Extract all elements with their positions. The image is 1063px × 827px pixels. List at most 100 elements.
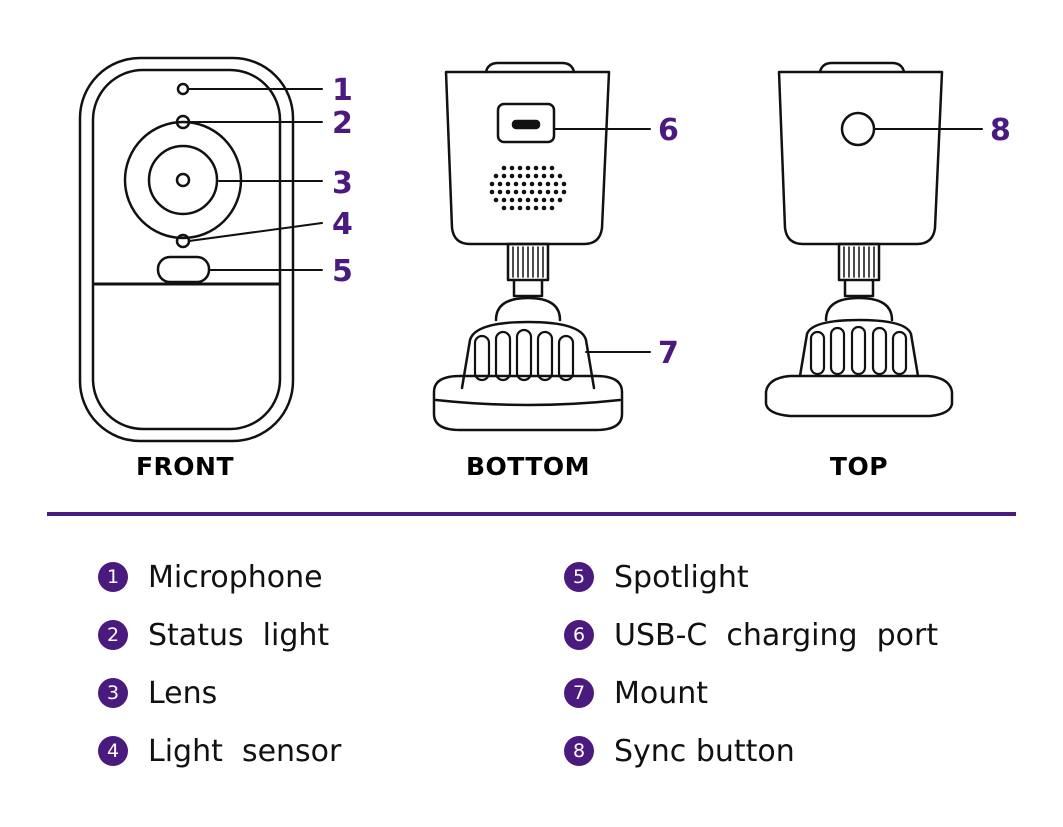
legend-item: 6 USB-C charging port [564, 606, 938, 664]
speaker-hole [529, 189, 535, 195]
legend-item: 7 Mount [564, 664, 938, 722]
speaker-hole [533, 173, 539, 179]
speaker-hole [557, 173, 563, 179]
speaker-hole [509, 165, 515, 171]
speaker-hole [525, 205, 531, 211]
callout-4: 4 [332, 207, 353, 242]
speaker-hole [553, 189, 559, 195]
legend-item: 1 Microphone [98, 548, 341, 606]
legend-badge: 2 [98, 620, 128, 650]
speaker-hole [517, 205, 523, 211]
speaker-hole [537, 189, 543, 195]
callout-5: 5 [332, 254, 353, 289]
lens-inner-ring [147, 144, 219, 216]
mount-base [460, 320, 596, 390]
speaker-hole [509, 205, 515, 211]
speaker-hole [501, 173, 507, 179]
view-label-front: FRONT [135, 452, 235, 481]
speaker-hole [529, 181, 535, 187]
callout-3: 3 [332, 166, 353, 201]
legend-item: 8 Sync button [564, 722, 938, 780]
speaker-hole [497, 181, 503, 187]
speaker-hole [517, 197, 523, 203]
lens-center [175, 172, 191, 188]
speaker-hole [501, 205, 507, 211]
legend-badge: 3 [98, 678, 128, 708]
legend-item: 4 Light sensor [98, 722, 341, 780]
callout-6: 6 [658, 113, 679, 148]
legend-label: Lens [148, 675, 218, 711]
speaker-hole [541, 165, 547, 171]
speaker-hole [553, 181, 559, 187]
top-view-drawing [764, 61, 954, 418]
view-label-top: TOP [829, 452, 889, 481]
speaker-hole [509, 197, 515, 203]
legend-badge: 4 [98, 736, 128, 766]
speaker-hole [489, 189, 495, 195]
speaker-hole [521, 189, 527, 195]
speaker-hole [541, 173, 547, 179]
speaker-hole [493, 197, 499, 203]
speaker-hole [509, 173, 515, 179]
front-view-drawing [78, 56, 295, 443]
legend-item: 3 Lens [98, 664, 341, 722]
legend-badge: 8 [564, 736, 594, 766]
camera-diagram: 1 2 3 4 5 6 7 8 [78, 56, 1011, 443]
speaker-hole [525, 197, 531, 203]
speaker-hole [521, 181, 527, 187]
spotlight [156, 255, 211, 284]
section-divider [47, 512, 1016, 516]
callout-leaders [187, 88, 983, 353]
speaker-hole [501, 197, 507, 203]
microphone-hole [176, 82, 190, 96]
speaker-hole [505, 181, 511, 187]
legend-label: USB-C charging port [614, 617, 939, 653]
speaker-hole [505, 189, 511, 195]
speaker-hole [549, 173, 555, 179]
speaker-hole [545, 181, 551, 187]
sync-button [840, 111, 876, 147]
legend-badge: 6 [564, 620, 594, 650]
legend-item: 2 Status light [98, 606, 341, 664]
legend-badge: 1 [98, 562, 128, 592]
speaker-hole [525, 165, 531, 171]
speaker-hole [517, 173, 523, 179]
speaker-hole [513, 189, 519, 195]
speaker-hole [517, 165, 523, 171]
callout-7: 7 [658, 336, 679, 371]
legend-badge: 5 [564, 562, 594, 592]
legend-right-column: 5 Spotlight 6 USB-C charging port 7 Moun… [564, 548, 938, 780]
speaker-hole [541, 197, 547, 203]
legend-badge: 7 [564, 678, 594, 708]
speaker-hole [533, 197, 539, 203]
usb-c-port [496, 102, 556, 144]
speaker-hole [545, 189, 551, 195]
callout-8: 8 [990, 113, 1011, 148]
speaker-hole [489, 181, 495, 187]
legend-left-column: 1 Microphone 2 Status light 3 Lens 4 Lig… [98, 548, 341, 780]
speaker-hole [561, 189, 567, 195]
speaker-hole [549, 205, 555, 211]
callout-2: 2 [332, 106, 353, 141]
legend-label: Microphone [148, 559, 323, 595]
speaker-hole [541, 205, 547, 211]
speaker-hole [537, 181, 543, 187]
callout-1: 1 [332, 73, 353, 108]
speaker-hole [493, 173, 499, 179]
view-label-bottom: BOTTOM [465, 452, 591, 481]
speaker-hole [525, 173, 531, 179]
legend-label: Spotlight [614, 559, 749, 595]
bottom-view-drawing [432, 61, 624, 432]
speaker-hole [549, 165, 555, 171]
legend-item: 5 Spotlight [564, 548, 938, 606]
speaker-hole [557, 197, 563, 203]
speaker-hole [533, 205, 539, 211]
legend-label: Sync button [614, 733, 795, 769]
speaker-hole [501, 165, 507, 171]
legend-label: Status light [148, 617, 330, 653]
speaker-hole [513, 181, 519, 187]
speaker-hole [561, 181, 567, 187]
speaker-hole [549, 197, 555, 203]
legend-label: Light sensor [148, 733, 342, 769]
speaker-hole [497, 189, 503, 195]
